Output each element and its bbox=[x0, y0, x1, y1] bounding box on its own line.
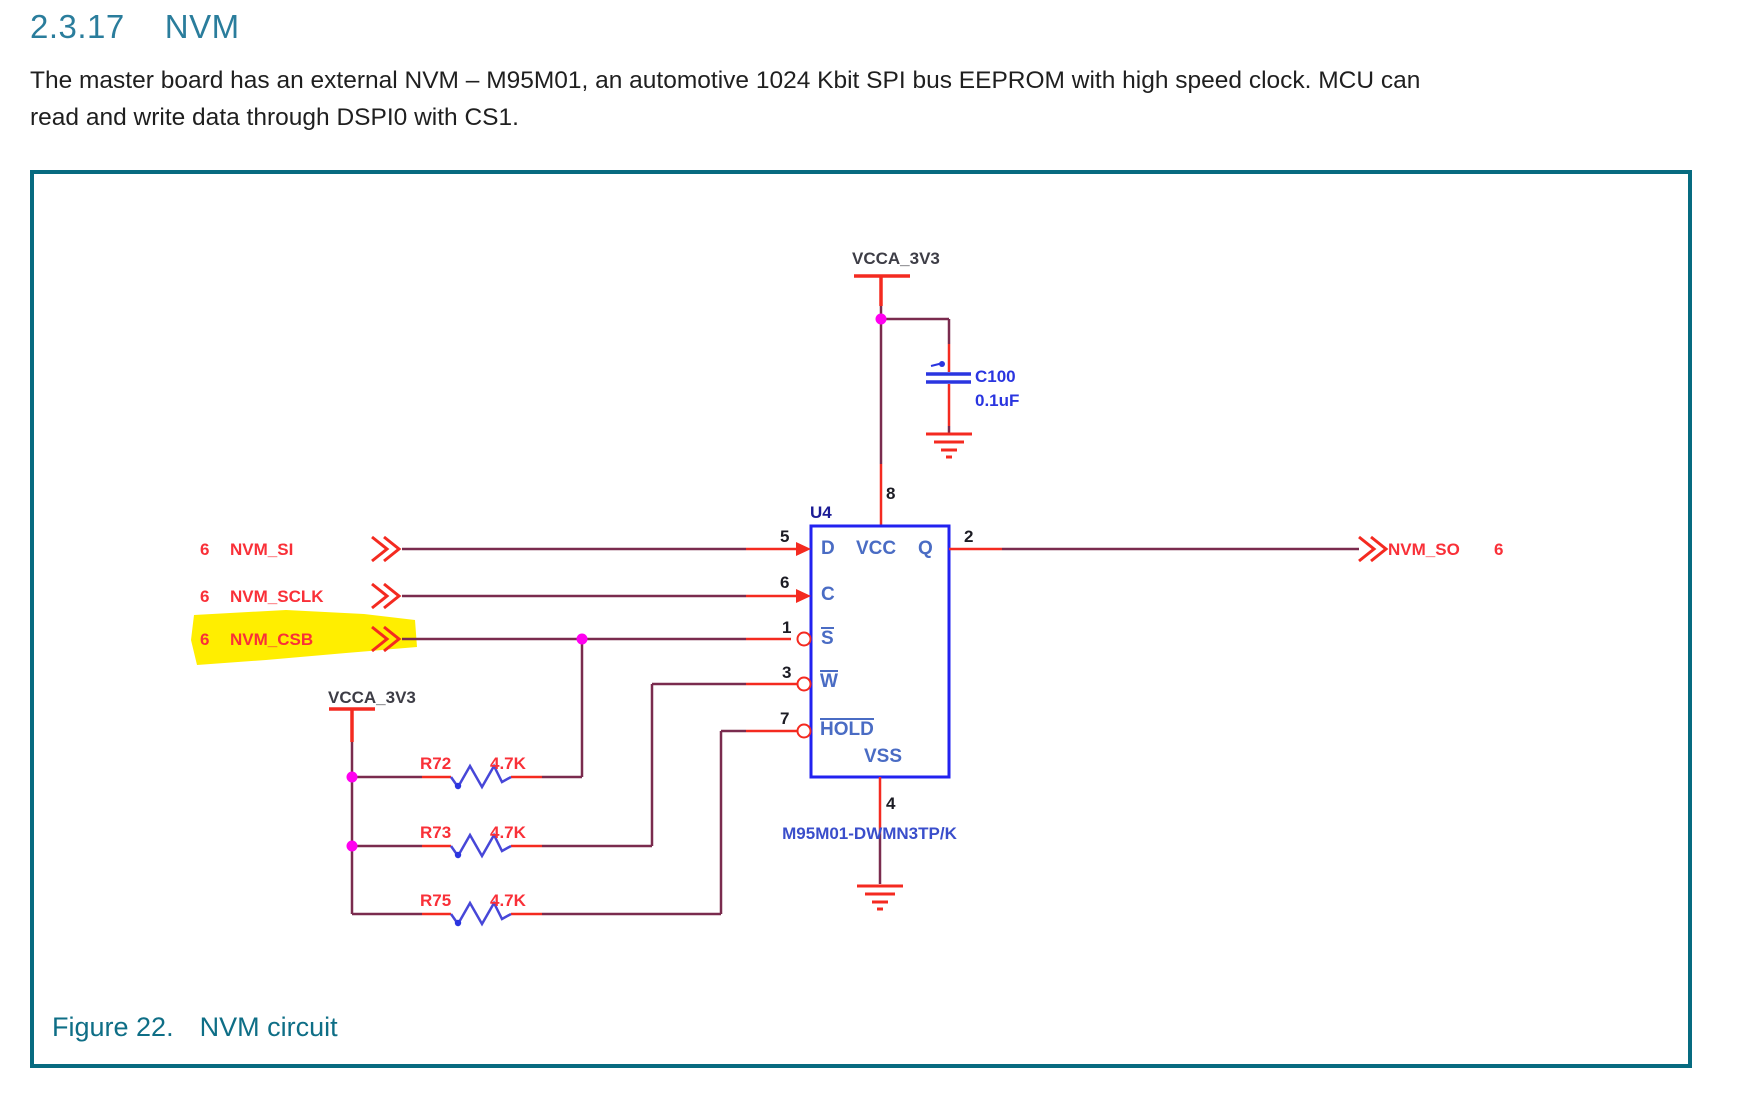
pin-number-w: 3 bbox=[782, 663, 792, 682]
net-label-nvm-sclk: NVM_SCLK bbox=[230, 587, 324, 606]
section-heading: 2.3.17 NVM bbox=[30, 8, 240, 46]
wires-left-red-stubs bbox=[746, 547, 798, 641]
body-paragraph: The master board has an external NVM – M… bbox=[30, 62, 1420, 136]
arrowhead-pin5 bbox=[796, 542, 811, 556]
pin-number-q: 2 bbox=[964, 527, 974, 546]
bubble-pin7 bbox=[796, 723, 812, 739]
capacitor-polarity-dot bbox=[939, 361, 945, 367]
highlight-marker bbox=[191, 610, 417, 665]
wires-left-maroon bbox=[402, 547, 746, 777]
chevron-nvm-si bbox=[371, 535, 402, 563]
figure-frame: VCCA_3V3 8 C100 0.1uF U4 5 6 1 3 7 2 4 D… bbox=[30, 170, 1692, 1068]
ic-pin-label-c: C bbox=[821, 584, 835, 605]
ic-pin-label-vcc: VCC bbox=[856, 538, 897, 559]
figure-caption: Figure 22. NVM circuit bbox=[52, 1012, 338, 1043]
junction-dot-top bbox=[875, 313, 887, 325]
ground-symbol-vss bbox=[857, 884, 903, 911]
resistor-value-r72: 4.7K bbox=[490, 754, 526, 773]
ic-ref: U4 bbox=[810, 503, 832, 522]
wire-vcc-rail bbox=[879, 306, 951, 464]
pin-number-s: 1 bbox=[782, 618, 792, 637]
resistor-value-r75: 4.7K bbox=[490, 891, 526, 910]
net-label-nvm-csb: NVM_CSB bbox=[230, 630, 314, 649]
net-label-nvm-si: NVM_SI bbox=[230, 540, 294, 559]
resistor-value-r73: 4.7K bbox=[490, 823, 526, 842]
net-label-nvm-so: NVM_SO bbox=[1388, 540, 1460, 559]
bubble-pin3 bbox=[796, 676, 812, 692]
net-label-vcca-left: VCCA_3V3 bbox=[328, 688, 416, 707]
section-title: NVM bbox=[164, 8, 240, 45]
pin-number-vcc: 8 bbox=[886, 484, 896, 503]
ic-pin-label-hold-bar: HOLD bbox=[820, 718, 874, 740]
section-number: 2.3.17 bbox=[30, 8, 125, 45]
ic-pin-label-vss: VSS bbox=[864, 746, 903, 767]
chevron-nvm-csb bbox=[371, 625, 402, 653]
resistor-dot-r73 bbox=[454, 851, 462, 859]
wire-vcc-red-stubs bbox=[879, 344, 951, 526]
pin-number-vss: 4 bbox=[886, 794, 896, 813]
ic-pin-label-d: D bbox=[821, 538, 835, 559]
capacitor-value: 0.1uF bbox=[975, 391, 1020, 410]
junction-dot-r73 bbox=[346, 840, 358, 852]
bubble-pin1 bbox=[796, 631, 812, 647]
resistor-dot-r72 bbox=[454, 782, 462, 790]
sheet-ref-nvm-csb: 6 bbox=[200, 630, 210, 649]
ic-pin-label-s-bar: S bbox=[821, 627, 834, 649]
sheet-ref-nvm-sclk: 6 bbox=[200, 587, 210, 606]
resistor-ref-r72: R72 bbox=[420, 754, 452, 773]
chevron-nvm-so bbox=[1358, 535, 1389, 563]
chevron-nvm-sclk bbox=[371, 582, 402, 610]
ic-pin-label-q: Q bbox=[918, 538, 933, 559]
junction-dot-csb bbox=[576, 633, 588, 645]
sheet-ref-nvm-so: 6 bbox=[1494, 540, 1504, 559]
body-line-1: The master board has an external NVM – M… bbox=[30, 67, 1421, 94]
ic-pin-label-w-bar: W bbox=[820, 670, 838, 692]
figure-caption-text: NVM circuit bbox=[199, 1012, 338, 1042]
resistor-dot-r75 bbox=[454, 919, 462, 927]
pin-number-hold: 7 bbox=[780, 709, 790, 728]
resistor-red-stubs bbox=[422, 682, 797, 916]
ground-symbol-cap bbox=[926, 432, 972, 459]
power-symbol-top bbox=[854, 274, 910, 306]
ic-part-number: M95M01-DWMN3TP/K bbox=[782, 824, 957, 843]
arrowhead-pin6 bbox=[796, 589, 811, 603]
body-line-2: read and write data through DSPI0 with C… bbox=[30, 104, 519, 131]
net-label-vcca-top: VCCA_3V3 bbox=[852, 249, 940, 268]
power-symbol-left bbox=[329, 707, 375, 742]
left-rail-maroon bbox=[350, 682, 746, 916]
junction-dot-r72 bbox=[346, 771, 358, 783]
capacitor-ref: C100 bbox=[975, 367, 1016, 386]
pin-number-c: 6 bbox=[780, 573, 790, 592]
figure-caption-label: Figure 22. bbox=[52, 1012, 174, 1042]
sheet-ref-nvm-si: 6 bbox=[200, 540, 210, 559]
pin-number-d: 5 bbox=[780, 527, 790, 546]
resistor-ref-r75: R75 bbox=[420, 891, 452, 910]
nvm-schematic-graphics bbox=[191, 274, 1389, 927]
resistor-ref-r73: R73 bbox=[420, 823, 452, 842]
